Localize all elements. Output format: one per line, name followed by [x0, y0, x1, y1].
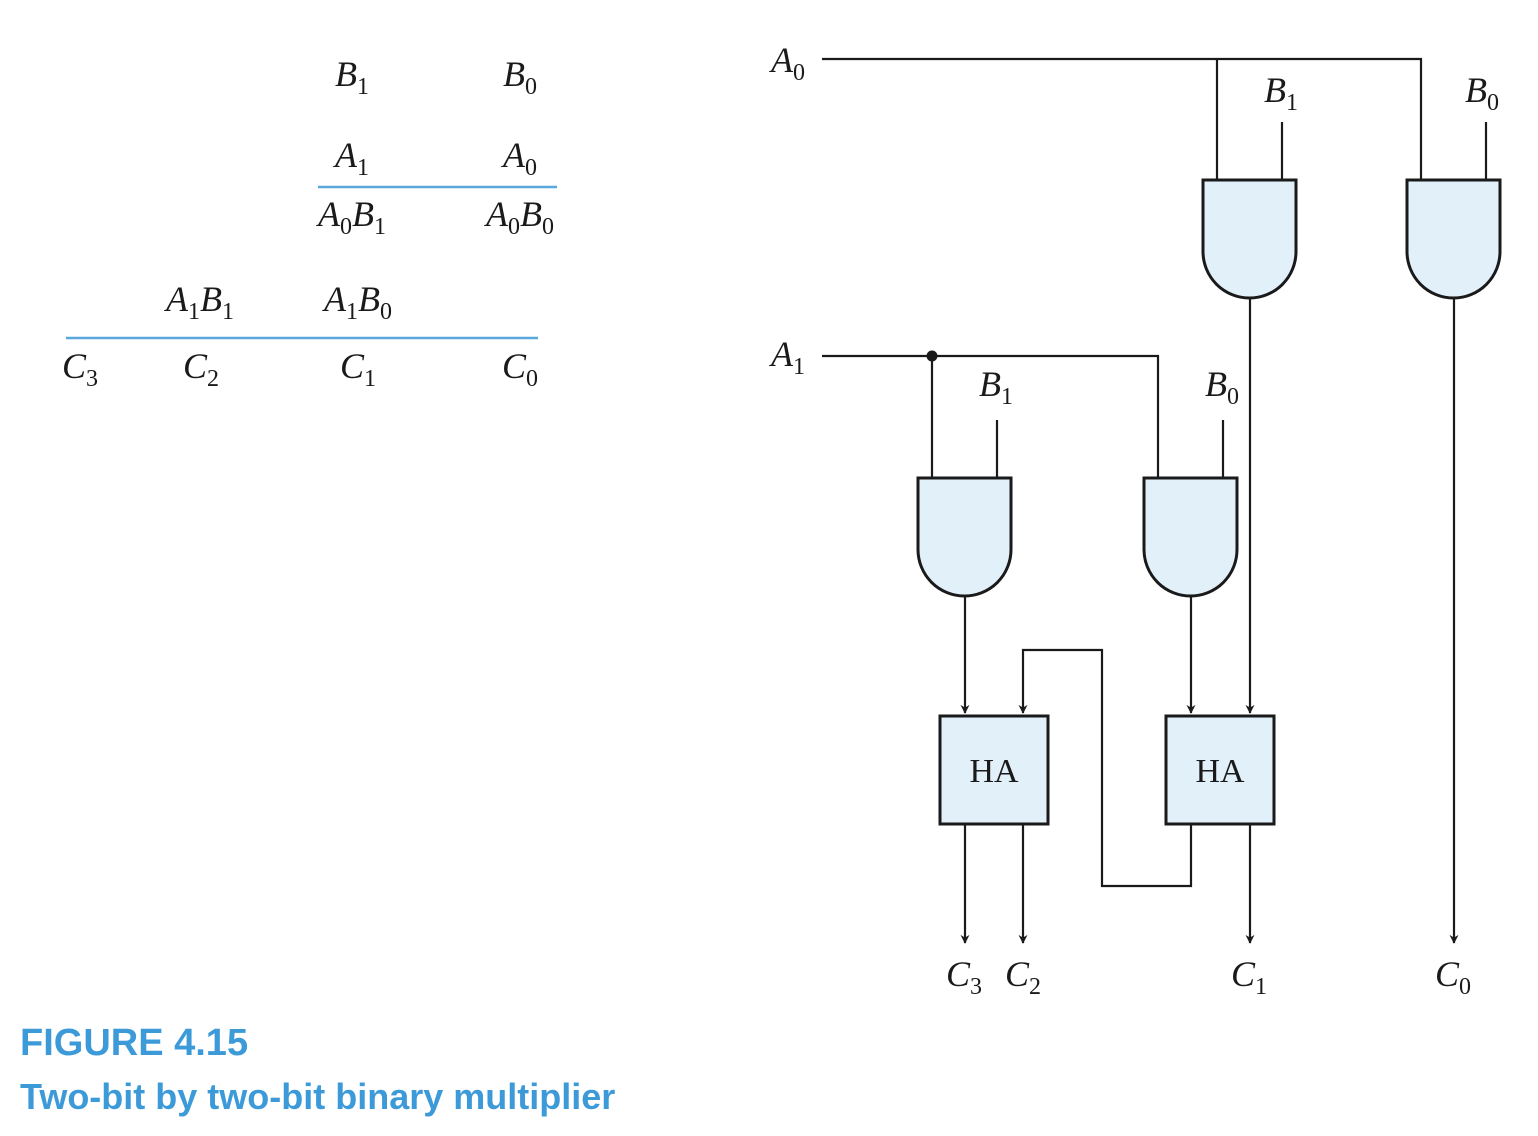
half-adder-1: HA: [938, 714, 1050, 826]
input-label-a0: A0: [769, 40, 805, 86]
wire-carry-ha2-to-ha1: [1018, 648, 1193, 888]
eq-partial-a0b1: A0B1: [316, 194, 386, 240]
eq-multiplier-a1: A1: [333, 135, 369, 181]
eq-result-c3: C3: [62, 346, 98, 392]
half-adder-box-1: [938, 714, 1050, 826]
and-gate-a1b1: [916, 476, 1013, 598]
eq-result-c2: C2: [183, 346, 219, 392]
eq-partial-a1b0: A1B0: [322, 279, 392, 325]
multiplication-equation: B1 B0 A1 A0 A0B1 A0B0 A1B1 A1B0 C3 C2 C1…: [62, 54, 557, 392]
eq-partial-a1b1: A1B1: [164, 279, 234, 325]
half-adder-2: HA: [1164, 714, 1276, 826]
gate-input-label-b1-bottom: B1: [979, 364, 1013, 410]
gate-input-label-b0-bottom: B0: [1205, 364, 1239, 410]
eq-multiplicand-b1: B1: [335, 54, 369, 100]
half-adder-label-1: HA: [969, 753, 1019, 790]
and-gate-a1b0: [1142, 476, 1239, 598]
gate-input-label-b1-top: B1: [1264, 70, 1298, 116]
output-label-c1: C1: [1231, 954, 1267, 1000]
eq-multiplier-a0: A0: [501, 135, 537, 181]
and-gate-a0b1: [1201, 178, 1298, 300]
output-label-c2: C2: [1005, 954, 1041, 1000]
figure-number: FIGURE 4.15: [20, 1022, 249, 1064]
output-label-c3: C3: [946, 954, 982, 1000]
eq-result-c1: C1: [340, 346, 376, 392]
half-adder-label-2: HA: [1195, 753, 1245, 790]
and-gate-a0b0: [1405, 178, 1502, 300]
junction-dot: [926, 350, 938, 362]
gate-input-label-b0-top: B0: [1465, 70, 1499, 116]
wire-a0: [822, 57, 1423, 180]
eq-partial-a0b0: A0B0: [484, 194, 554, 240]
input-label-a1: A1: [769, 334, 805, 380]
output-label-c0: C0: [1435, 954, 1471, 1000]
multiplier-circuit: A0 A1 B1 B0 B1 B0 HA: [769, 40, 1502, 1000]
half-adder-box-2: [1164, 714, 1276, 826]
eq-result-c0: C0: [502, 346, 538, 392]
eq-multiplicand-b0: B0: [503, 54, 537, 100]
figure-title: Two-bit by two-bit binary multiplier: [20, 1076, 616, 1117]
